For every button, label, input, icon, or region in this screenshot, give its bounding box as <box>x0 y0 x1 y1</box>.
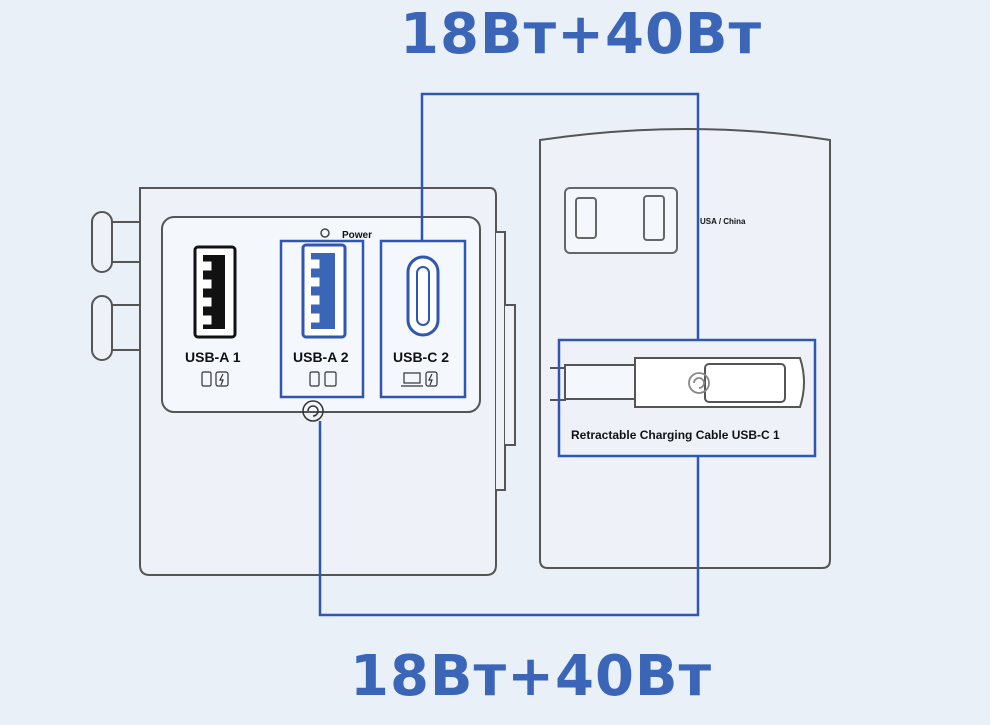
prong-lower <box>91 295 140 361</box>
top-power-headline: 18Вт+40Вт <box>400 2 763 67</box>
bottom-power-headline: 18Вт+40Вт <box>350 644 713 709</box>
usb-a-2-label: USB-A 2 <box>293 349 349 365</box>
power-led-icon <box>320 228 330 238</box>
fast-charge-icon <box>215 371 229 387</box>
side-panel <box>539 128 831 569</box>
bottom-connection-line <box>318 421 700 617</box>
phone-pair-icon <box>309 371 337 387</box>
region-label: USA / China <box>700 217 746 226</box>
cable-highlight-frame <box>557 338 817 458</box>
connection-lines <box>318 92 700 617</box>
cable-label: Retractable Charging Cable USB-C 1 <box>571 428 780 442</box>
prong-upper <box>91 211 140 273</box>
phone-icon <box>201 371 212 387</box>
retractable-cable <box>550 357 805 408</box>
usb-c-2-label: USB-C 2 <box>393 349 449 365</box>
usb-a-2-port <box>301 243 347 339</box>
laptop-icon <box>401 372 423 387</box>
fast-charge-icon <box>425 371 438 387</box>
brand-swirl-icon <box>688 372 710 394</box>
usb-a-1-label: USB-A 1 <box>185 349 241 365</box>
power-label: Power <box>342 230 372 241</box>
usb-a-1-port <box>193 245 237 339</box>
top-connection-line <box>420 92 700 340</box>
brand-swirl-icon <box>302 400 324 422</box>
usb-c-2-port <box>406 255 440 337</box>
usb-a-2-highlight-frame <box>279 239 365 399</box>
